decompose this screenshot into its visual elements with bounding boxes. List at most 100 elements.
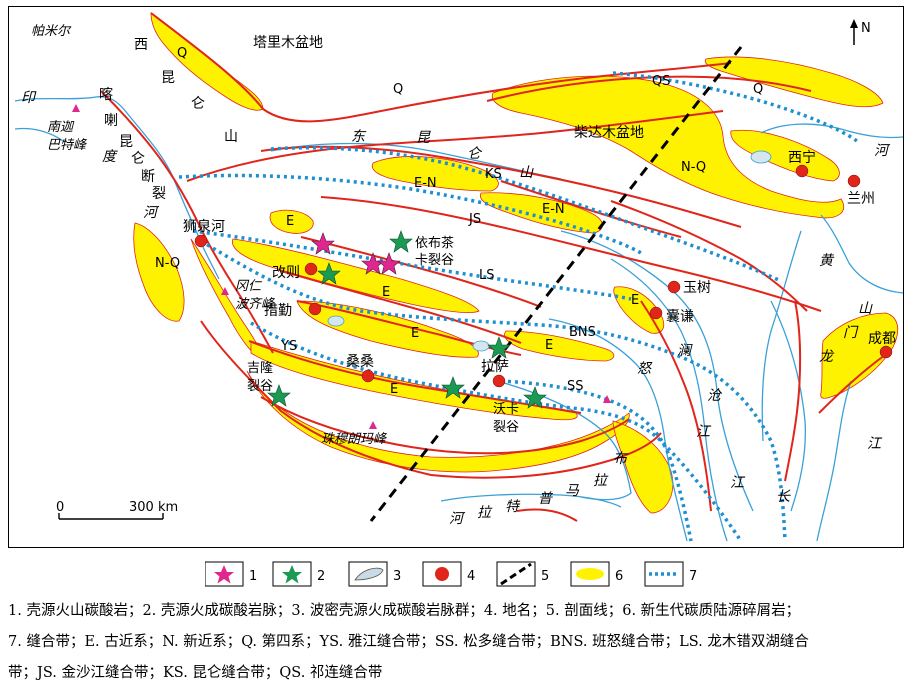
label-woka-0: 沃卡	[493, 402, 519, 417]
caption-line-3: 带；JS. 金沙江缝合带；KS. 昆仑缝合带；QS. 祁连缝合带	[8, 665, 383, 681]
label-longmen-2: 龙	[819, 349, 835, 365]
label-qaidam: 柴达木盆地	[574, 125, 644, 141]
label-yangtze-1: 长	[776, 489, 791, 505]
strip-southeast	[612, 420, 674, 514]
unit-q-tarim: Q	[177, 46, 187, 61]
suture-ls: LS	[479, 268, 495, 283]
yellow-river	[760, 123, 904, 139]
green-star-icon	[487, 336, 511, 359]
scale-end: 300 km	[129, 500, 178, 515]
east-river	[761, 230, 802, 442]
qs-suture	[612, 71, 859, 143]
unit-en-1: E-N	[414, 176, 437, 191]
indus-river	[14, 96, 220, 280]
unit-e-3: E	[411, 326, 419, 341]
unit-nq-qaidam: N-Q	[681, 160, 706, 175]
nu-river	[548, 318, 688, 542]
peak-east-icon	[603, 395, 611, 403]
label-lanzhou: 兰州	[847, 191, 875, 207]
legend-num-6: 6	[615, 569, 623, 584]
magenta-star-icon	[311, 232, 335, 255]
legend-item-6: 6	[570, 561, 623, 587]
unit-labels: Q Q Q N-Q N-Q E-N E-N E E E E E E	[155, 46, 763, 397]
place-labels: 狮泉河 改则 措勤 桑桑 拉萨 玉树 囊谦 西宁 兰州 成都	[183, 149, 896, 375]
e-basin-cuoqin	[296, 300, 479, 358]
region-labels: 帕米尔 塔里木盆地 柴达木盆地	[31, 24, 644, 141]
yarlung-fault	[248, 340, 582, 414]
label-karakorum-2: 昆	[119, 134, 133, 150]
dot-cuoqin	[308, 302, 322, 316]
longmenshan-fault-2	[818, 354, 886, 414]
south-small-fault	[516, 508, 578, 522]
green-star-icon	[389, 230, 413, 253]
main-himalaya-fault	[200, 320, 662, 479]
legend-item-4: 4	[422, 561, 475, 587]
figure-caption: 1. 壳源火山碳酸岩；2. 壳源火成碳酸岩脉；3. 波密壳源火成碳酸岩脉群；4.…	[8, 596, 908, 689]
unit-q-east: Q	[753, 82, 763, 97]
caption-line-2: 7. 缝合带；E. 古近系；N. 新近系；Q. 第四系；YS. 雅江缝合带；SS…	[8, 634, 809, 650]
label-yibuchaka-1: 卡裂谷	[415, 253, 454, 268]
label-sangsang: 桑桑	[346, 354, 374, 370]
label-indus-mid-0: 度	[102, 149, 118, 165]
e-basin-small	[269, 209, 314, 234]
label-east-kunlun-0: 东	[351, 129, 367, 145]
label-lancang-0: 澜	[677, 343, 693, 359]
karakorum-fault	[100, 90, 274, 354]
label-nangqian: 囊谦	[666, 308, 694, 325]
label-west-kunlun-2: 仑	[191, 96, 205, 112]
southeast-fault	[640, 300, 712, 512]
label-east-kunlun-2: 仑	[467, 146, 483, 162]
ys-suture	[250, 321, 743, 542]
pamir-river	[14, 127, 64, 142]
label-gaize: 改则	[272, 265, 300, 281]
label-pamir: 帕米尔	[31, 24, 72, 39]
label-cuoqin: 措勤	[264, 303, 292, 319]
unit-en-2: E-N	[542, 202, 565, 217]
e-basin-gaize	[232, 238, 480, 313]
label-indus-mid-1: 河	[143, 205, 160, 221]
central-fault-1	[300, 236, 542, 308]
dot-shiquanhe	[194, 234, 208, 248]
ks-suture	[270, 146, 782, 283]
rift-labels: 吉隆 裂谷 依布茶 卡裂谷 沃卡 裂谷	[247, 235, 519, 435]
label-yellow-0: 河	[874, 143, 891, 159]
label-lhasa: 拉萨	[481, 359, 509, 375]
suture-js: JS	[468, 212, 481, 227]
longmenshan-fault	[784, 300, 802, 482]
label-brahmaputra-0: 布	[613, 451, 629, 467]
label-east-kunlun-1: 昆	[416, 130, 431, 146]
magenta-star-icon	[214, 565, 234, 584]
suture-qs: QS	[652, 74, 670, 89]
dot-gaize	[304, 262, 318, 276]
label-yushu: 玉树	[683, 280, 711, 296]
dot-chengdu	[879, 345, 893, 359]
legend-num-1: 1	[249, 569, 257, 584]
label-indus-left: 印	[21, 90, 37, 106]
legend-num-7: 7	[689, 569, 697, 584]
green-star-icon	[523, 386, 547, 409]
unit-e-6: E	[390, 382, 398, 397]
label-karakorum-5: 裂	[152, 186, 166, 202]
southeast-river	[816, 380, 852, 542]
en-basin-1	[371, 156, 499, 192]
sutures	[178, 71, 859, 542]
jinsha-fault	[320, 196, 822, 312]
legend-item-5: 5	[496, 561, 549, 587]
central-fault-2	[280, 270, 522, 344]
mountain-labels: 西 昆 仑 山 东 昆 仑 山 山 门 龙	[134, 37, 873, 365]
label-everest: 珠穆朗玛峰	[321, 432, 387, 447]
caption-line-1: 1. 壳源火山碳酸岩；2. 壳源火成碳酸岩脉；3. 波密壳源火成碳酸岩脉群；4.…	[8, 603, 801, 619]
green-star-icon	[441, 376, 465, 399]
map-frame: 帕米尔 塔里木盆地 柴达木盆地 西 昆 仑 山 东 昆 仑 山 山 门 龙 喀 …	[8, 6, 904, 548]
brahmaputra-river	[496, 380, 632, 501]
yellow-basin-icon	[576, 568, 604, 580]
label-namcha-0: 南迦	[47, 120, 75, 135]
label-yellow-1: 黄	[819, 253, 835, 269]
label-west-kunlun-0: 西	[134, 37, 148, 53]
legend-item-7: 7	[644, 561, 697, 587]
label-xining: 西宁	[788, 149, 816, 166]
green-star-icon	[282, 565, 302, 584]
scale-bar: 0 300 km	[56, 500, 178, 520]
label-west-kunlun-3: 山	[224, 129, 238, 145]
north-q-basin	[704, 56, 884, 108]
